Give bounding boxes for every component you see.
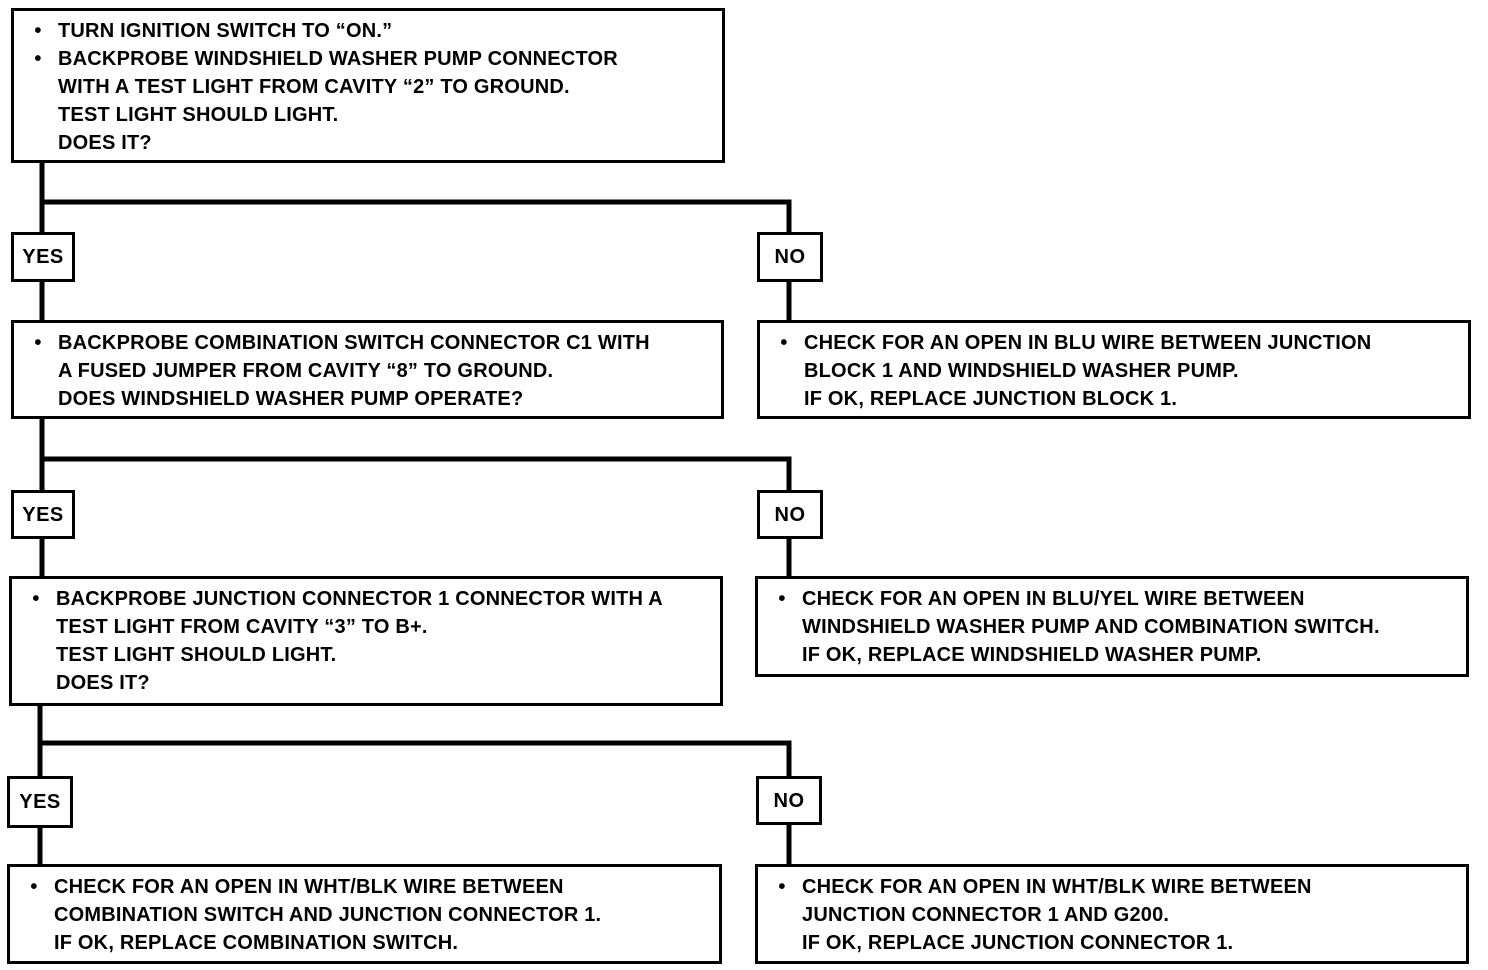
- step-line: • CHECK FOR AN OPEN IN WHT/BLK WIRE BETWE…: [772, 873, 1458, 901]
- step-line-text: BACKPROBE WINDSHIELD WASHER PUMP CONNECT…: [58, 48, 618, 70]
- step-line: • CHECK FOR AN OPEN IN BLU/YEL WIRE BETWE…: [772, 585, 1458, 613]
- yes-label: YES: [7, 776, 73, 828]
- step-line-text: IF OK, REPLACE WINDSHIELD WASHER PUMP.: [802, 644, 1262, 666]
- yes-label: YES: [11, 490, 75, 539]
- step-line: • BACKPROBE JUNCTION CONNECTOR 1 CONNECTO…: [26, 585, 712, 613]
- step-line: TEST LIGHT FROM CAVITY “3” TO B+.: [26, 613, 712, 641]
- step-line-text: BACKPROBE COMBINATION SWITCH CONNECTOR C…: [58, 332, 650, 354]
- step-line: COMBINATION SWITCH AND JUNCTION CONNECTO…: [24, 901, 711, 929]
- step-line: • TURN IGNITION SWITCH TO “ON.”: [28, 17, 714, 45]
- step-line-text: DOES IT?: [58, 132, 152, 154]
- step-line-text: IF OK, REPLACE JUNCTION BLOCK 1.: [804, 388, 1178, 410]
- step-line-text: DOES IT?: [56, 672, 150, 694]
- step-line: WINDSHIELD WASHER PUMP AND COMBINATION S…: [772, 613, 1458, 641]
- step-line-text: WITH A TEST LIGHT FROM CAVITY “2” TO GRO…: [58, 76, 570, 98]
- step-line: • CHECK FOR AN OPEN IN WHT/BLK WIRE BETWE…: [24, 873, 711, 901]
- step-line-text: COMBINATION SWITCH AND JUNCTION CONNECTO…: [54, 904, 602, 926]
- step-line-text: TURN IGNITION SWITCH TO “ON.”: [58, 20, 393, 42]
- step-line: BLOCK 1 AND WINDSHIELD WASHER PUMP.: [774, 357, 1460, 385]
- step-line-text: TEST LIGHT SHOULD LIGHT.: [56, 644, 337, 666]
- step-line: WITH A TEST LIGHT FROM CAVITY “2” TO GRO…: [28, 73, 714, 101]
- step-line-text: WINDSHIELD WASHER PUMP AND COMBINATION S…: [802, 616, 1380, 638]
- bullet-icon: •: [780, 332, 788, 354]
- step-1-no-result-box: • CHECK FOR AN OPEN IN BLU WIRE BETWEEN J…: [757, 320, 1471, 419]
- step-line-text: IF OK, REPLACE JUNCTION CONNECTOR 1.: [802, 932, 1234, 954]
- step-line-text: BACKPROBE JUNCTION CONNECTOR 1 CONNECTOR…: [56, 588, 663, 610]
- step-line-text: CHECK FOR AN OPEN IN BLU/YEL WIRE BETWEE…: [802, 588, 1305, 610]
- step-line-text: IF OK, REPLACE COMBINATION SWITCH.: [54, 932, 459, 954]
- step-line-text: CHECK FOR AN OPEN IN BLU WIRE BETWEEN JU…: [804, 332, 1372, 354]
- step-line: • BACKPROBE WINDSHIELD WASHER PUMP CONNEC…: [28, 45, 714, 73]
- step-line: TEST LIGHT SHOULD LIGHT.: [28, 101, 714, 129]
- bullet-icon: •: [32, 588, 40, 610]
- yes-label: YES: [11, 232, 75, 282]
- bullet-icon: •: [34, 20, 42, 42]
- step-1-box: • TURN IGNITION SWITCH TO “ON.” • BACKPROB…: [11, 8, 725, 163]
- step-line-text: CHECK FOR AN OPEN IN WHT/BLK WIRE BETWEE…: [802, 876, 1312, 898]
- step-3-yes-result-box: • CHECK FOR AN OPEN IN WHT/BLK WIRE BETWE…: [7, 864, 722, 964]
- step-line: • CHECK FOR AN OPEN IN BLU WIRE BETWEEN J…: [774, 329, 1460, 357]
- step-line-text: A FUSED JUMPER FROM CAVITY “8” TO GROUND…: [58, 360, 554, 382]
- step-2-box: • BACKPROBE COMBINATION SWITCH CONNECTOR …: [11, 320, 724, 419]
- step-line: DOES WINDSHIELD WASHER PUMP OPERATE?: [28, 385, 713, 413]
- step-3-box: • BACKPROBE JUNCTION CONNECTOR 1 CONNECTO…: [9, 576, 723, 706]
- step-line: A FUSED JUMPER FROM CAVITY “8” TO GROUND…: [28, 357, 713, 385]
- step-line: DOES IT?: [26, 669, 712, 697]
- step-line: IF OK, REPLACE COMBINATION SWITCH.: [24, 929, 711, 957]
- connector-step-2-no-branch: [39, 456, 792, 493]
- connector-step-1-no-branch: [39, 199, 792, 235]
- no-label: NO: [757, 490, 823, 539]
- step-line: IF OK, REPLACE JUNCTION BLOCK 1.: [774, 385, 1460, 413]
- step-line: JUNCTION CONNECTOR 1 AND G200.: [772, 901, 1458, 929]
- step-line: DOES IT?: [28, 129, 714, 157]
- bullet-icon: •: [778, 876, 786, 898]
- bullet-icon: •: [778, 588, 786, 610]
- bullet-icon: •: [34, 48, 42, 70]
- step-line-text: CHECK FOR AN OPEN IN WHT/BLK WIRE BETWEE…: [54, 876, 564, 898]
- step-line-text: DOES WINDSHIELD WASHER PUMP OPERATE?: [58, 388, 524, 410]
- step-line: IF OK, REPLACE WINDSHIELD WASHER PUMP.: [772, 641, 1458, 669]
- bullet-icon: •: [30, 876, 38, 898]
- bullet-icon: •: [34, 332, 42, 354]
- step-line: • BACKPROBE COMBINATION SWITCH CONNECTOR …: [28, 329, 713, 357]
- step-line-text: BLOCK 1 AND WINDSHIELD WASHER PUMP.: [804, 360, 1239, 382]
- step-line-text: TEST LIGHT SHOULD LIGHT.: [58, 104, 339, 126]
- step-line: IF OK, REPLACE JUNCTION CONNECTOR 1.: [772, 929, 1458, 957]
- step-3-no-result-box: • CHECK FOR AN OPEN IN WHT/BLK WIRE BETWE…: [755, 864, 1469, 964]
- step-line-text: JUNCTION CONNECTOR 1 AND G200.: [802, 904, 1170, 926]
- no-label: NO: [756, 776, 822, 825]
- connector-step-3-no-branch: [37, 740, 792, 779]
- step-line-text: TEST LIGHT FROM CAVITY “3” TO B+.: [56, 616, 428, 638]
- step-2-no-result-box: • CHECK FOR AN OPEN IN BLU/YEL WIRE BETWE…: [755, 576, 1469, 677]
- step-line: TEST LIGHT SHOULD LIGHT.: [26, 641, 712, 669]
- no-label: NO: [757, 232, 823, 282]
